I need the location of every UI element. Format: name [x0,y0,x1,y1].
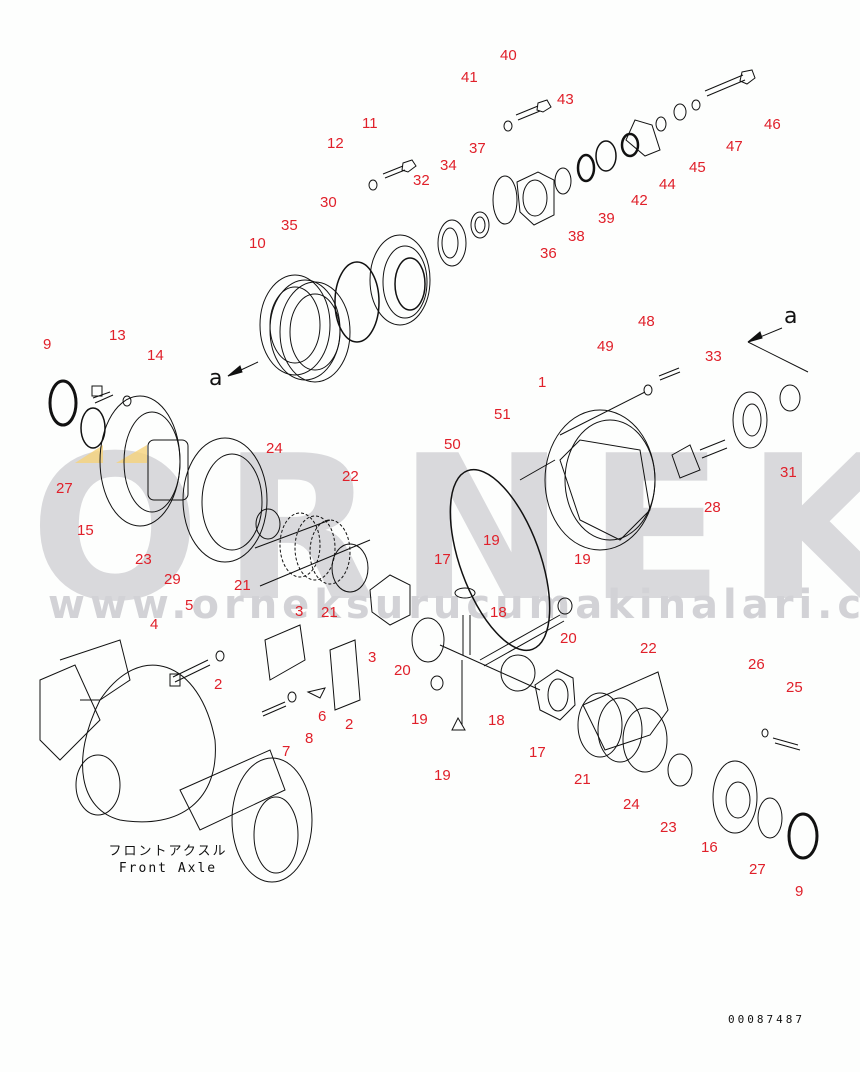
callout-21: 21 [321,604,338,621]
callout-18: 18 [490,604,507,621]
callout-32: 32 [413,172,430,189]
callout-41: 41 [461,69,478,86]
callout-47: 47 [726,138,743,155]
callout-31: 31 [780,464,797,481]
callout-16: 16 [701,839,718,856]
callout-28: 28 [704,499,721,516]
callout-6: 6 [318,708,327,725]
callout-40: 40 [500,47,517,64]
callout-24: 24 [623,796,640,813]
callout-2: 2 [345,716,354,733]
callout-7: 7 [282,743,291,760]
callout-17: 17 [529,744,546,761]
callout-9: 9 [43,336,52,353]
callout-34: 34 [440,157,457,174]
callout-46: 46 [764,116,781,133]
callout-17: 17 [434,551,451,568]
callout-8: 8 [305,730,314,747]
callout-1: 1 [538,374,547,391]
callout-15: 15 [77,522,94,539]
callout-43: 43 [557,91,574,108]
callout-22: 22 [342,468,359,485]
caption-jp: フロントアクスル [108,844,228,859]
callout-27: 27 [749,861,766,878]
callout-23: 23 [660,819,677,836]
hub-assembly [48,379,371,593]
callout-18: 18 [488,712,505,729]
callout-33: 33 [705,348,722,365]
callout-3: 3 [295,603,304,620]
carrier-assembly [449,367,801,652]
caption-en: Front Axle [118,861,218,876]
callout-10: 10 [249,235,266,252]
callout-44: 44 [659,176,676,193]
callout-19: 19 [574,551,591,568]
view-marker-a-left: a [209,366,223,391]
callout-12: 12 [327,135,344,152]
callout-45: 45 [689,159,706,176]
callout-4: 4 [150,616,159,633]
callout-51: 51 [494,406,511,423]
callout-49: 49 [597,338,614,355]
callout-23: 23 [135,551,152,568]
callout-29: 29 [164,571,181,588]
callout-3: 3 [368,649,377,666]
callout-30: 30 [320,194,337,211]
top-assembly [227,69,809,383]
callout-20: 20 [560,630,577,647]
callout-14: 14 [147,347,164,364]
callout-5: 5 [185,597,194,614]
callout-38: 38 [568,228,585,245]
callout-42: 42 [631,192,648,209]
callout-25: 25 [786,679,803,696]
callout-22: 22 [640,640,657,657]
callout-35: 35 [281,217,298,234]
view-marker-a-right: a [784,304,798,329]
watermark-brand: ORNEK [30,413,860,646]
callout-19: 19 [411,711,428,728]
watermark-url: www.orneksurucumakinalari.com.tr [48,582,860,628]
callout-27: 27 [56,480,73,497]
differential-internals [369,574,573,731]
callout-50: 50 [444,436,461,453]
callout-39: 39 [598,210,615,227]
callout-9: 9 [795,883,804,900]
callout-2: 2 [214,676,223,693]
drawing-number: 00087487 [728,1013,805,1026]
callout-19: 19 [483,532,500,549]
callout-21: 21 [574,771,591,788]
callout-37: 37 [469,140,486,157]
axle-housing [39,624,361,883]
callout-11: 11 [362,115,378,132]
callout-48: 48 [638,313,655,330]
callout-36: 36 [540,245,557,262]
callout-26: 26 [748,656,765,673]
callout-13: 13 [109,327,126,344]
callout-21: 21 [234,577,251,594]
callout-19: 19 [434,767,451,784]
callout-24: 24 [266,440,283,457]
callout-20: 20 [394,662,411,679]
lower-right-assembly [534,669,819,860]
